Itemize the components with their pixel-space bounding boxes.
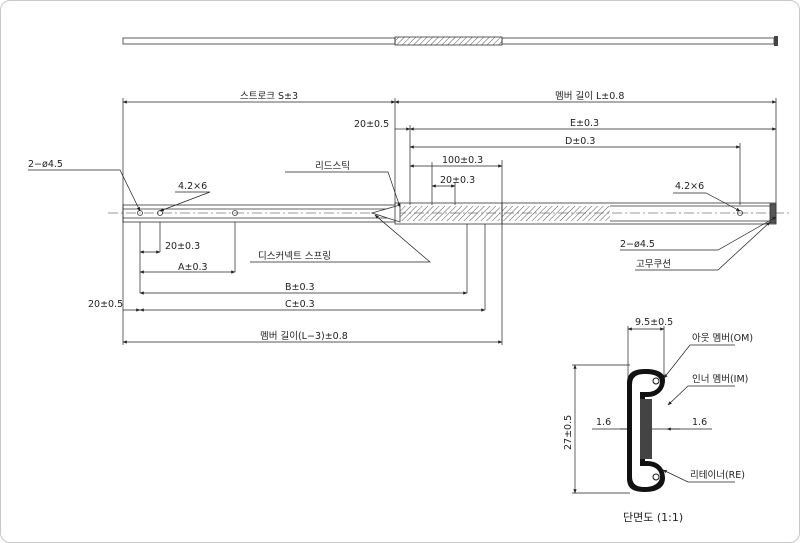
section-texts: 9.5±0.5 아웃 멤버(OM) 인너 멤버(IM) 1.6 1.6 27±0… (563, 317, 753, 524)
outer-member-label: 아웃 멤버(OM) (692, 333, 753, 344)
section-title: 단면도 (1:1) (623, 511, 683, 524)
slot-left-label: 4.2×6 (178, 181, 207, 192)
twenty-c-label: 20±0.3 (165, 241, 200, 252)
twenty-a-label: 20±0.5 (354, 119, 389, 130)
cross-section (572, 326, 735, 494)
d-label: D±0.3 (565, 136, 595, 147)
twenty-b-label: 20±0.3 (440, 175, 475, 186)
side-view (108, 202, 790, 225)
top-view (122, 36, 778, 46)
hole-right-label: 2−ø4.5 (620, 239, 655, 250)
lead-stick-label: 리드스틱 (315, 160, 350, 172)
section-height-label: 27±0.5 (563, 415, 574, 450)
twenty-d-label: 20±0.5 (88, 299, 123, 310)
gap-left-label: 1.6 (596, 417, 611, 428)
b-label: B±0.3 (285, 282, 315, 293)
dimensions (28, 98, 777, 345)
section-profile (627, 369, 665, 492)
disconnect-spring-label: 디스커넥트 스프링 (258, 250, 331, 262)
slot-right-label: 4.2×6 (675, 181, 704, 192)
member-length-label: 멤버 길이 L±0.8 (555, 90, 624, 102)
hole-left-label: 2−ø4.5 (28, 159, 63, 170)
hundred-label: 100±0.3 (442, 155, 483, 166)
member-length-l3-label: 멤버 길이(L−3)±0.8 (260, 330, 348, 342)
rubber-cushion-label: 고무쿠션 (636, 259, 671, 270)
e-label: E±0.3 (570, 118, 599, 129)
a-label: A±0.3 (178, 262, 208, 273)
dimension-texts: 스트로크 S±3 멤버 길이 L±0.8 20±0.5 E±0.3 D±0.3 … (28, 90, 704, 342)
gap-right-label: 1.6 (692, 417, 707, 428)
retainer-label: 리테이너(RE) (690, 470, 745, 481)
inner-member-label: 인너 멤버(IM) (692, 374, 748, 385)
section-width-label: 9.5±0.5 (635, 317, 673, 328)
c-label: C±0.3 (285, 299, 315, 310)
stroke-label: 스트로크 S±3 (240, 91, 298, 102)
